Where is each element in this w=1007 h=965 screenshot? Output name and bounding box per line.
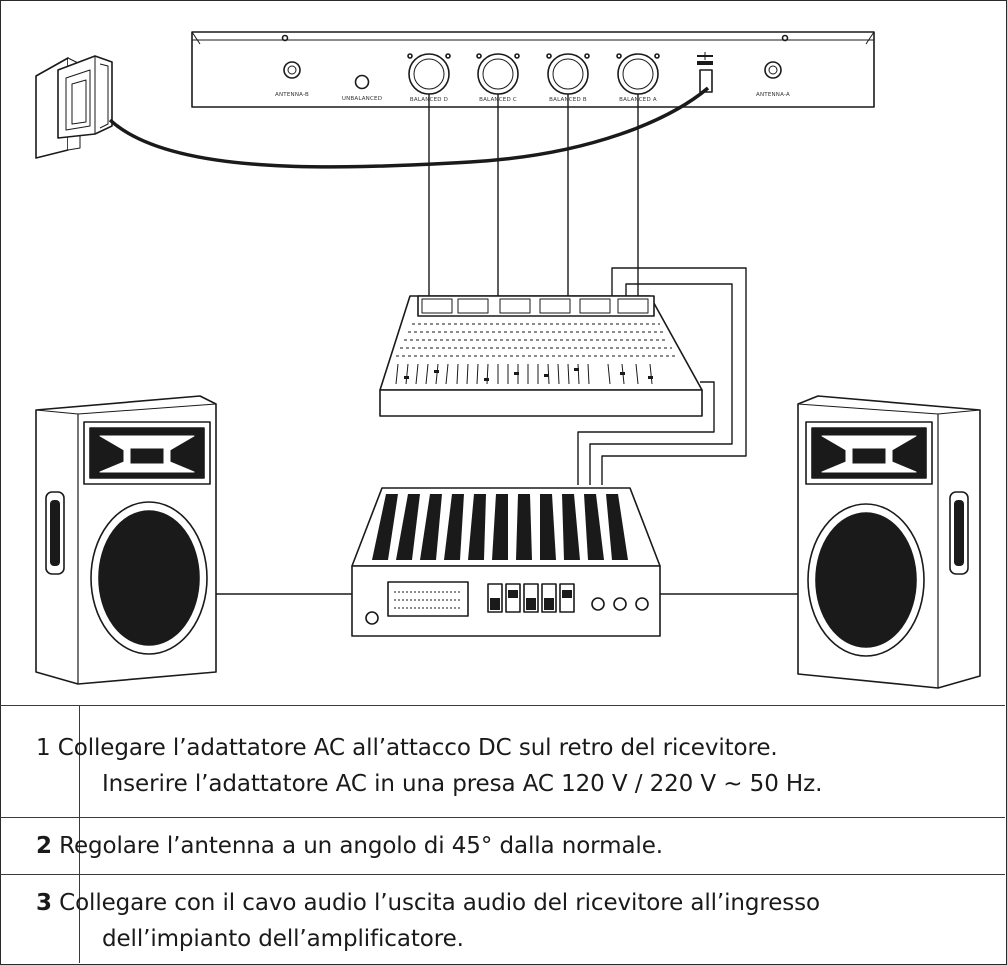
step-2-divider <box>0 817 1005 818</box>
step-3-number: 3 <box>36 890 52 916</box>
step-3-divider <box>0 874 1005 875</box>
step-3-line-1: Collegare con il cavo audio l’uscita aud… <box>59 890 821 916</box>
right-speaker <box>797 395 981 689</box>
step-2-line-1: Regolare l’antenna a un angolo di 45° da… <box>59 833 663 859</box>
step-1-line-1: Collegare l’adattatore AC all’attacco DC… <box>57 735 778 761</box>
connection-diagram: ANTENNA-B UNBALANCED BA <box>35 31 981 689</box>
antenna-a-label: ANTENNA-A <box>756 92 790 98</box>
antenna-b-label: ANTENNA-B <box>275 92 309 98</box>
mixer-to-amplifier-cables <box>577 267 747 485</box>
unbalanced-label: UNBALANCED <box>342 96 382 102</box>
step-1-divider <box>0 705 1005 706</box>
unbalanced-jack <box>354 74 370 90</box>
mixing-console <box>379 295 703 417</box>
antenna-b-connector <box>283 61 301 79</box>
dc-power-cable <box>108 86 710 169</box>
antenna-a-connector <box>764 61 782 79</box>
receiver-to-mixer-cables <box>428 94 639 302</box>
step-1-line-2: Inserire l’adattatore AC in una presa AC… <box>102 771 823 797</box>
amplifier <box>351 487 661 637</box>
wall-outlet-ac-adapter <box>35 55 113 159</box>
left-speaker <box>35 395 217 685</box>
dc-input-jack <box>697 52 713 93</box>
steps-column-divider <box>79 705 80 963</box>
receiver-rear-panel: ANTENNA-B UNBALANCED BA <box>191 31 875 108</box>
step-3-line-2: dell’impianto dell’amplificatore. <box>102 926 464 952</box>
step-2-number: 2 <box>36 833 52 859</box>
step-1-number: 1 <box>36 735 51 761</box>
